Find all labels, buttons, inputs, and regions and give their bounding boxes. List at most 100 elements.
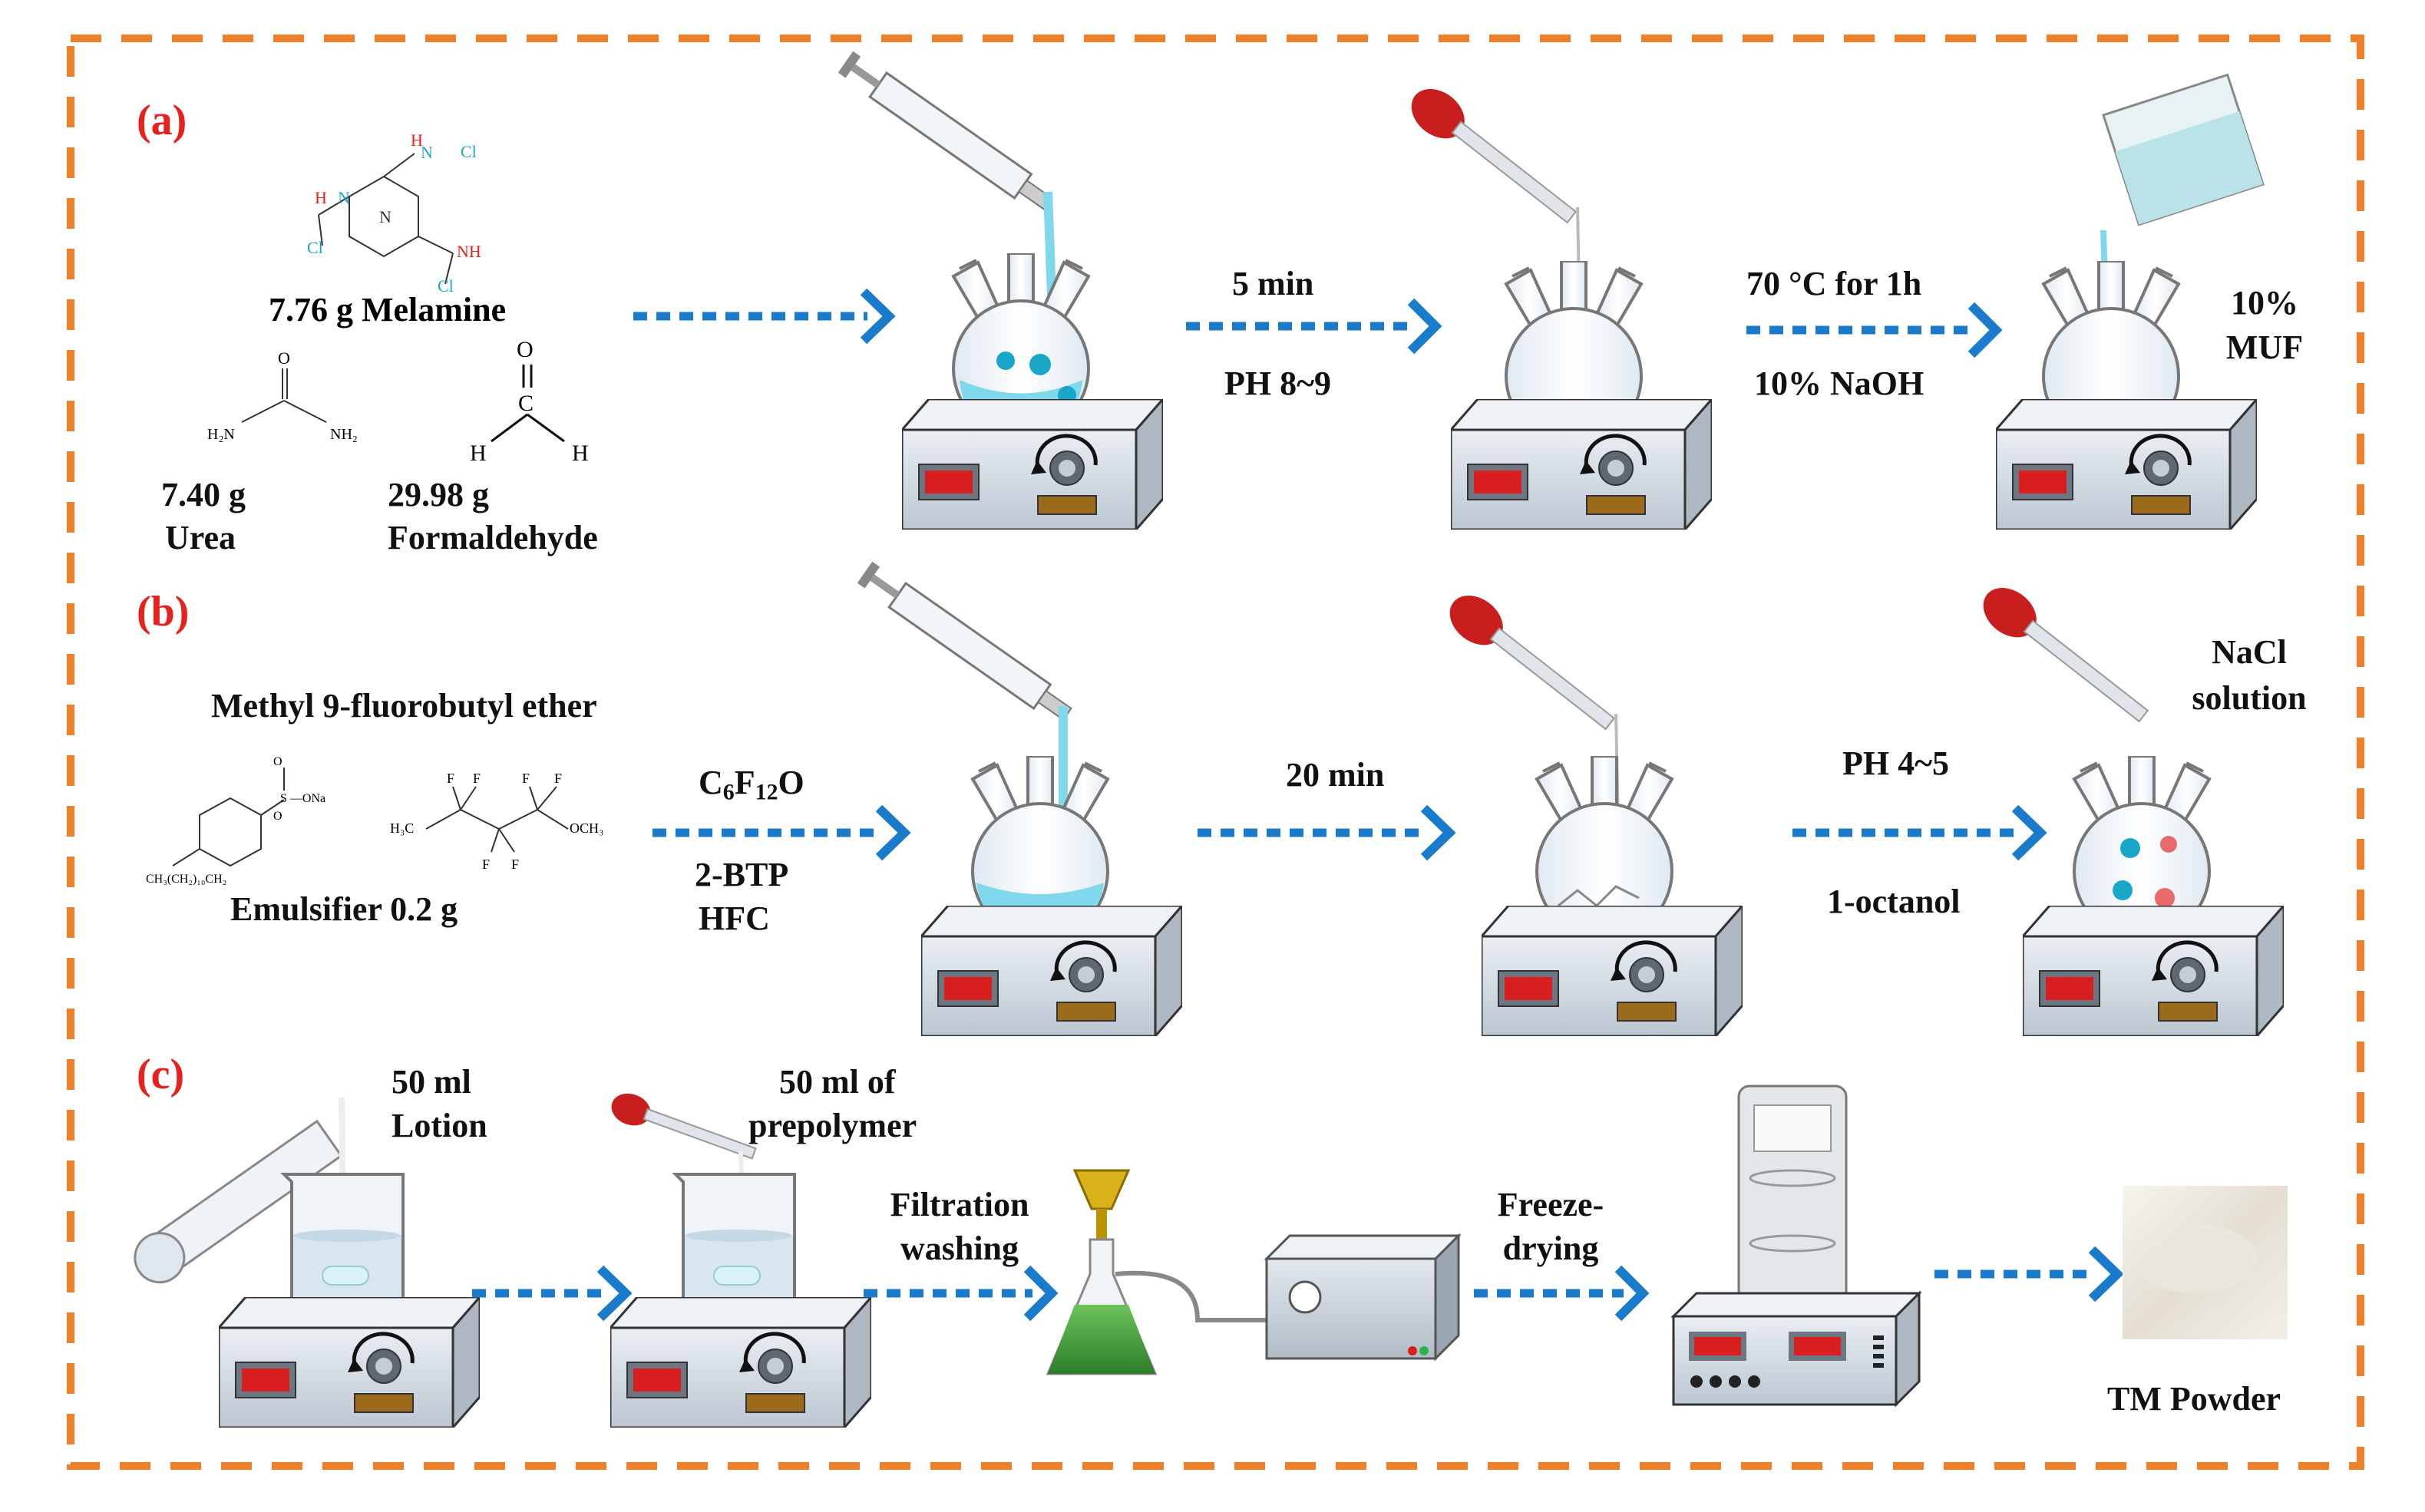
filtration-line1: Filtration — [890, 1186, 1029, 1223]
nacl-line1: NaCl — [2212, 633, 2287, 671]
svg-text:OCH₃: OCH₃ — [570, 820, 603, 836]
emulsifier-s: S —ONa — [280, 792, 325, 805]
urea-structure — [241, 368, 327, 423]
svg-text:H₃C: H₃C — [390, 820, 414, 836]
svg-text:N: N — [338, 188, 350, 207]
arrow-b0 — [653, 804, 911, 861]
magnetic-stirrer-a1 — [902, 399, 1163, 530]
step-b2-ph: PH 4~5 — [1842, 744, 1949, 782]
product-tm-powder: TM Powder — [2107, 1380, 2281, 1418]
formaldehyde-h1: H — [470, 441, 487, 466]
emulsifier-structure — [172, 768, 285, 867]
freeze-line2: drying — [1502, 1230, 1599, 1267]
arrow-b2 — [1792, 804, 2047, 861]
arrow-a1 — [633, 288, 896, 345]
filtration-line2: washing — [900, 1230, 1019, 1267]
svg-text:F: F — [522, 771, 530, 786]
prepolymer-line2: prepolymer — [748, 1107, 917, 1144]
magnetic-stirrer-a2 — [1451, 399, 1712, 530]
formula-c6f12o: C6F12O — [699, 764, 804, 805]
emulsifier-o-top: O — [273, 755, 282, 768]
svg-text:F: F — [447, 771, 454, 786]
melamine-structure — [318, 153, 454, 285]
product-muf-line1: 10% — [2231, 284, 2298, 322]
nacl-line2: solution — [2192, 679, 2307, 717]
lotion-line1: 50 ml — [392, 1063, 471, 1101]
svg-text:N: N — [421, 143, 433, 162]
step-b2-octanol: 1-octanol — [1827, 883, 1961, 920]
arrow-c2 — [864, 1265, 1059, 1322]
magnetic-stirrer-a3 — [1996, 399, 2257, 530]
formaldehyde-structure — [491, 365, 565, 443]
ether-name: Methyl 9-fluorobutyl ether — [211, 687, 597, 725]
magnetic-stirrer-b3 — [2023, 906, 2284, 1036]
agent-2btp: 2-BTP — [695, 856, 789, 893]
magnetic-stirrer-b2 — [1482, 906, 1743, 1036]
svg-text:H: H — [411, 130, 423, 150]
urea-label: Urea — [165, 519, 236, 556]
svg-text:F: F — [511, 857, 519, 872]
section-label-c: (c) — [137, 1051, 185, 1098]
urea-nh2-right: NH₂ — [330, 426, 358, 443]
urea-nh2-left: H₂N — [207, 426, 235, 443]
arrow-a3 — [1746, 302, 2003, 358]
svg-text:N: N — [379, 207, 392, 226]
svg-text:Cl: Cl — [438, 276, 454, 295]
beaker-pour-icon — [2102, 73, 2265, 226]
svg-text:H: H — [315, 188, 327, 207]
magnetic-stirrer-b1 — [921, 906, 1182, 1036]
emulsifier-o-bottom: O — [273, 810, 282, 823]
lotion-line2: Lotion — [392, 1107, 487, 1144]
syringe-icon — [838, 51, 1053, 211]
magnetic-stirrer-c1 — [219, 1297, 480, 1428]
beaker-c1 — [282, 1173, 405, 1310]
formaldehyde-label: Formaldehyde — [388, 519, 598, 556]
buchner-filtration-icon — [1046, 1169, 1274, 1375]
dashed-frame — [67, 35, 2364, 1470]
emulsifier-chain: CH₃(CH₂)₁₀CH₂ — [146, 873, 226, 886]
step-b1-time: 20 min — [1286, 756, 1385, 794]
dropper-icon — [611, 1093, 757, 1160]
formaldehyde-mass: 29.98 g — [388, 476, 489, 513]
formaldehyde-o: O — [517, 337, 534, 362]
arrow-b1 — [1198, 804, 1456, 861]
svg-text:F: F — [482, 857, 490, 872]
section-label-b: (b) — [137, 588, 190, 636]
graduated-cylinder-icon — [134, 1119, 343, 1284]
urea-o: O — [278, 348, 290, 368]
step-a1-time: 5 min — [1232, 265, 1314, 302]
vacuum-pump-icon — [1264, 1233, 1462, 1362]
step-a1-ph: PH 8~9 — [1224, 365, 1331, 402]
arrow-c3 — [1474, 1265, 1650, 1322]
dropper-icon — [1983, 588, 2149, 723]
agent-hfc: HFC — [699, 900, 770, 937]
dropper-icon — [1411, 89, 1578, 224]
product-muf-line2: MUF — [2225, 328, 2304, 366]
svg-text:Cl: Cl — [461, 142, 477, 161]
emulsifier-label: Emulsifier 0.2 g — [230, 890, 458, 928]
beaker-c2 — [674, 1173, 796, 1310]
ether-atoms: F F F F H₃C OCH₃ F F — [390, 771, 603, 872]
arrow-a2 — [1186, 298, 1442, 355]
arrow-c4 — [1934, 1246, 2124, 1302]
melamine-label: 7.76 g Melamine — [269, 291, 506, 328]
step-a2-temp: 70 °C for 1h — [1746, 265, 1922, 302]
prepolymer-line1: 50 ml of — [779, 1063, 896, 1101]
arrow-c1 — [472, 1265, 633, 1322]
svg-text:NH: NH — [457, 242, 481, 261]
formaldehyde-h2: H — [572, 441, 589, 466]
section-label-a: (a) — [137, 97, 187, 144]
step-a2-base: 10% NaOH — [1754, 365, 1924, 402]
dropper-icon — [1449, 596, 1616, 731]
formaldehyde-c: C — [518, 391, 534, 416]
freeze-line1: Freeze- — [1497, 1186, 1604, 1223]
svg-text:F: F — [473, 771, 481, 786]
freeze-dryer-icon — [1670, 1084, 1922, 1408]
ether-structure — [425, 786, 569, 853]
svg-text:F: F — [554, 771, 562, 786]
urea-mass: 7.40 g — [161, 476, 246, 513]
svg-text:Cl: Cl — [307, 238, 323, 257]
magnetic-stirrer-c2 — [610, 1297, 871, 1428]
